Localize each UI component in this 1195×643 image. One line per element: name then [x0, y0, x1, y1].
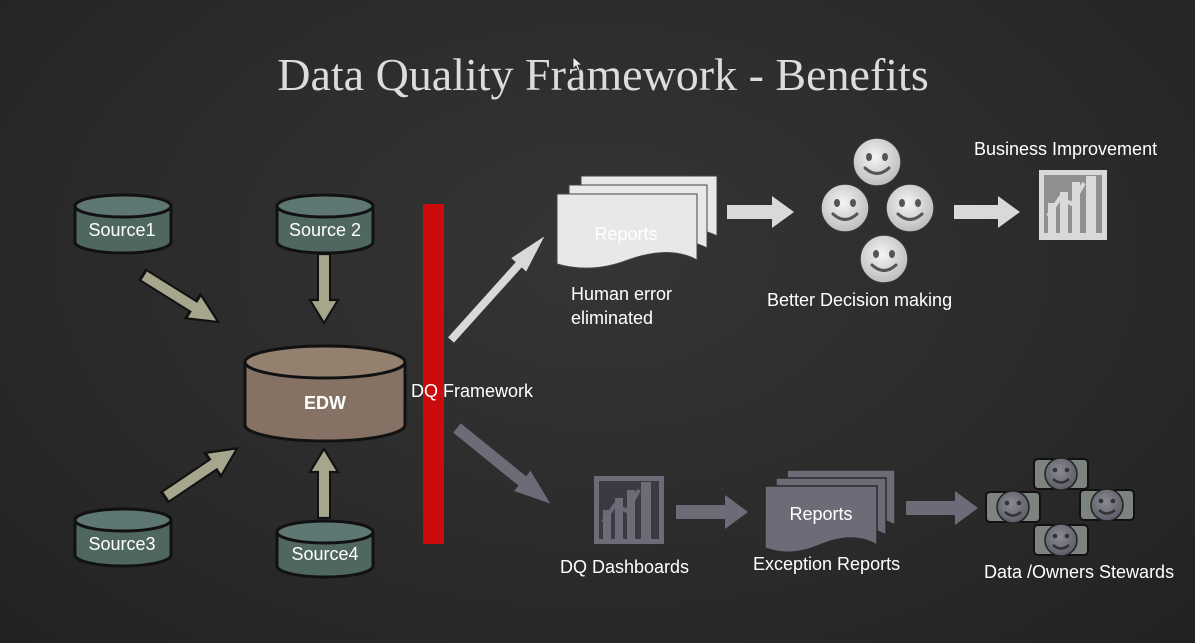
- source2-cylinder: Source 2: [275, 193, 375, 255]
- source4-label: Source4: [291, 544, 358, 564]
- source3-label: Source3: [88, 534, 155, 554]
- edw-cylinder: EDW: [243, 344, 407, 443]
- arrow-to-dq-dashboards: [453, 423, 551, 504]
- source2-label: Source 2: [289, 220, 361, 240]
- source1-label: Source1: [88, 220, 155, 240]
- arrow-source4-to-edw: [308, 446, 340, 520]
- arrow-source2-to-edw: [308, 252, 340, 326]
- business-improvement-label: Business Improvement: [974, 139, 1157, 159]
- source4-cylinder: Source4: [275, 519, 375, 579]
- exception-reports-document-stack: Reports: [764, 469, 896, 554]
- dq-framework-label: DQ Framework: [411, 381, 534, 401]
- dashboard-chart-icon: [594, 476, 664, 544]
- arrow-dashboards-to-exception: [676, 495, 748, 529]
- smiley-faces-group: [820, 137, 935, 284]
- smiley-icon: [852, 137, 902, 187]
- arrow-source1-to-edw: [138, 268, 221, 324]
- human-error-label-line2: eliminated: [571, 308, 653, 328]
- owner-face-icon: [985, 490, 1041, 524]
- exception-reports-label: Exception Reports: [753, 554, 900, 574]
- arrow-source3-to-edw: [159, 446, 240, 504]
- data-owners-label: Data /Owners Stewards: [984, 562, 1174, 582]
- dq-dashboards-label: DQ Dashboards: [560, 557, 689, 577]
- arrow-exception-to-owners: [906, 491, 978, 525]
- reports-label: Reports: [594, 224, 657, 244]
- arrow-decision-to-business: [954, 196, 1020, 228]
- arrow-to-reports: [448, 236, 545, 343]
- source3-cylinder: Source3: [73, 507, 173, 568]
- better-decision-label: Better Decision making: [767, 290, 952, 310]
- edw-label: EDW: [304, 393, 346, 413]
- data-owners-faces-group: [985, 457, 1135, 557]
- owner-face-icon: [1033, 523, 1089, 557]
- smiley-icon: [859, 234, 909, 284]
- owner-face-icon: [1033, 457, 1089, 491]
- page-title: Data Quality Framework - Benefits: [277, 49, 928, 100]
- smiley-icon: [885, 183, 935, 233]
- exception-reports-box-label: Reports: [789, 504, 852, 524]
- mouse-cursor-icon: [572, 56, 584, 72]
- human-error-label-line1: Human error: [571, 284, 672, 304]
- bar-chart-growth-icon: [1039, 170, 1107, 240]
- reports-document-stack: Reports: [556, 175, 718, 269]
- dq-framework-bar: [423, 204, 444, 544]
- arrow-reports-to-decision: [727, 196, 794, 228]
- source1-cylinder: Source1: [73, 193, 173, 255]
- smiley-icon: [820, 183, 870, 233]
- owner-face-icon: [1079, 488, 1135, 522]
